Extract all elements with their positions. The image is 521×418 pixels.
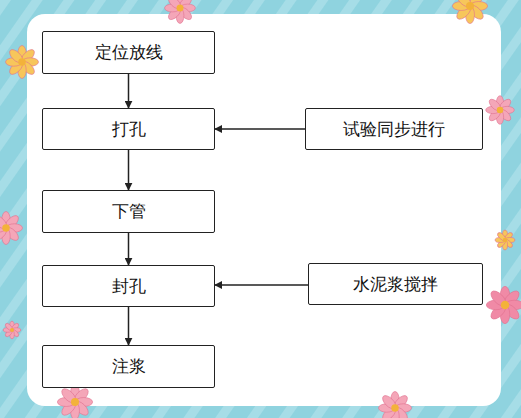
process-box: 打孔 xyxy=(42,108,215,150)
box-label: 封孔 xyxy=(112,276,146,296)
box-label: 定位放线 xyxy=(95,42,163,62)
flower xyxy=(6,46,39,79)
box-label: 水泥浆搅拌 xyxy=(353,274,438,294)
process-box: 注浆 xyxy=(42,345,215,388)
process-box: 定位放线 xyxy=(42,31,215,74)
box-label: 试验同步进行 xyxy=(343,119,445,139)
box-label: 注浆 xyxy=(112,356,146,376)
process-box: 水泥浆搅拌 xyxy=(308,263,483,305)
flow-arrow xyxy=(128,233,130,265)
flower xyxy=(452,0,487,24)
flow-arrow xyxy=(128,307,130,345)
box-label: 打孔 xyxy=(112,119,146,139)
flow-arrow xyxy=(128,74,130,108)
flower xyxy=(495,230,515,250)
process-box: 试验同步进行 xyxy=(305,108,483,150)
flower xyxy=(57,384,92,418)
flow-arrow xyxy=(215,284,308,286)
flow-arrow xyxy=(128,150,130,190)
flower xyxy=(486,286,521,323)
process-box: 封孔 xyxy=(42,265,215,307)
flower xyxy=(486,96,515,125)
box-label: 下管 xyxy=(112,201,146,221)
flower xyxy=(0,212,23,245)
flower xyxy=(379,392,412,418)
white-panel xyxy=(27,14,501,406)
process-box: 下管 xyxy=(42,190,215,233)
flow-arrow xyxy=(215,128,305,130)
flower xyxy=(3,321,21,339)
flower xyxy=(165,0,196,23)
